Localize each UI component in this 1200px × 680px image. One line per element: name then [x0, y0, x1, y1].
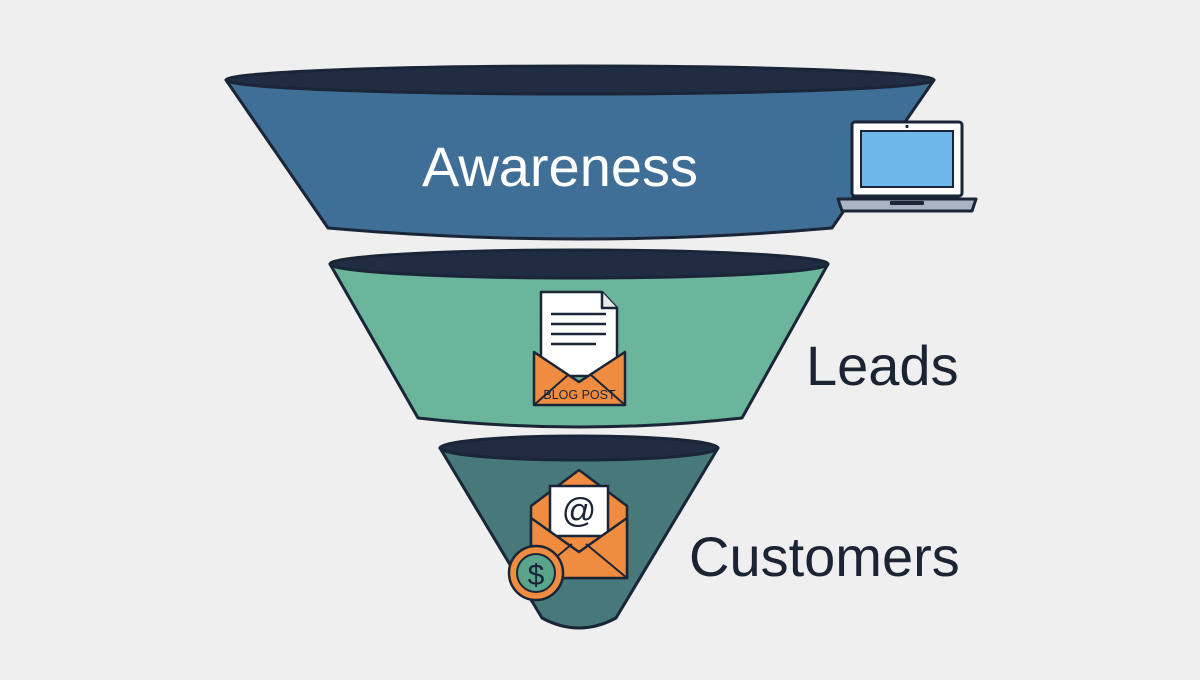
blog-post-envelope-icon: BLOG POST [532, 290, 627, 407]
awareness-rim [224, 64, 936, 96]
blog-post-text: BLOG POST [543, 388, 616, 402]
email-envelope-with-dollar-coin-icon: @ $ [507, 468, 629, 602]
funnel-stage-awareness: Awareness [224, 64, 936, 241]
customers-label: Customers [689, 525, 960, 588]
dollar-sign: $ [528, 559, 545, 592]
at-letter [548, 484, 610, 538]
laptop-icon [836, 120, 978, 213]
awareness-body [224, 78, 936, 241]
awareness-label: Awareness [422, 135, 698, 198]
dollar-coin-icon: $ [507, 544, 565, 602]
leads-rim [328, 248, 830, 280]
leads-label: Leads [806, 334, 959, 397]
at-symbol-icon: @ [562, 492, 597, 530]
customers-rim [438, 434, 720, 462]
